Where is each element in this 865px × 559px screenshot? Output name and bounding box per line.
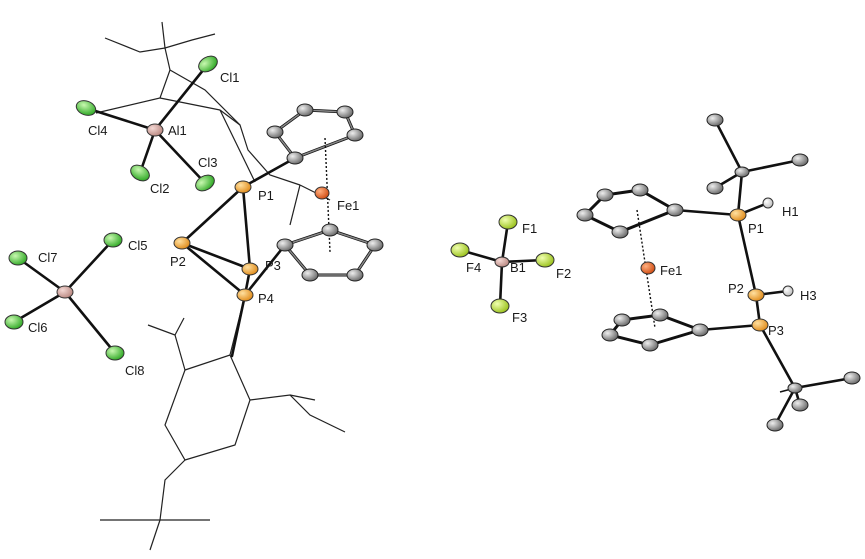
left-heteroatoms [4,55,330,361]
atom-p4 [236,288,254,302]
atom-fe1 [314,186,330,200]
right-heteroatoms [640,197,794,332]
label-cl6: Cl6 [28,320,48,335]
label-p1: P1 [258,188,274,203]
left-wireframe-lower [100,294,346,551]
label-right-p2: P2 [728,281,744,296]
label-f4: F4 [466,260,481,275]
label-cl5: Cl5 [128,238,148,253]
label-cl4: Cl4 [88,123,108,138]
atom-right-p3 [751,318,769,332]
atom-right-p1 [729,208,747,222]
atom-f3 [490,298,510,314]
atom-cl1 [198,55,218,73]
label-cl2: Cl2 [150,181,170,196]
atom-b1 [494,256,510,268]
label-p4: P4 [258,291,274,306]
atom-cl4 [75,100,97,116]
atom-al1 [146,123,164,137]
atom-f1 [498,214,518,230]
label-right-p3: P3 [768,323,784,338]
atom-p1 [234,180,252,194]
atom-h1 [762,197,774,209]
atom-cl6 [4,314,24,330]
atom-p2 [173,236,191,250]
label-p3: P3 [265,258,281,273]
atom-cl8 [105,345,125,361]
label-al1: Al1 [168,123,187,138]
label-h1: H1 [782,204,799,219]
atom-f4 [450,242,470,258]
atom-right-fe1 [640,261,656,275]
label-cl1: Cl1 [220,70,240,85]
label-h3: H3 [800,288,817,303]
label-b1: B1 [510,260,526,275]
label-f1: F1 [522,221,537,236]
right-carbon-atoms [576,113,861,432]
atom-cl7 [8,250,28,266]
label-cl3: Cl3 [198,155,218,170]
label-f2: F2 [556,266,571,281]
label-p2: P2 [170,254,186,269]
atom-cl5 [103,232,123,248]
atom-al2 [56,285,74,299]
atom-h3 [782,285,794,297]
label-f3: F3 [512,310,527,325]
atom-cl3 [195,174,215,192]
left-cp-ring-lower [282,228,378,277]
atom-labels: Cl1 Cl4 Al1 Cl3 Cl2 P1 Fe1 P2 P3 P4 Cl7 … [28,70,817,378]
label-right-p1: P1 [748,221,764,236]
label-cl8: Cl8 [125,363,145,378]
label-right-fe1: Fe1 [660,263,682,278]
atom-f2 [535,252,555,268]
alcl4-anion-bonds [12,238,117,355]
atom-p3 [241,262,259,276]
left-bonds [84,62,297,358]
atom-cl2 [130,164,150,182]
bf4-atoms [450,214,555,314]
right-bonds [673,118,854,427]
atom-right-p2 [747,288,765,302]
label-fe1: Fe1 [337,198,359,213]
label-cl7: Cl7 [38,250,58,265]
left-carbon-atoms [266,103,384,282]
